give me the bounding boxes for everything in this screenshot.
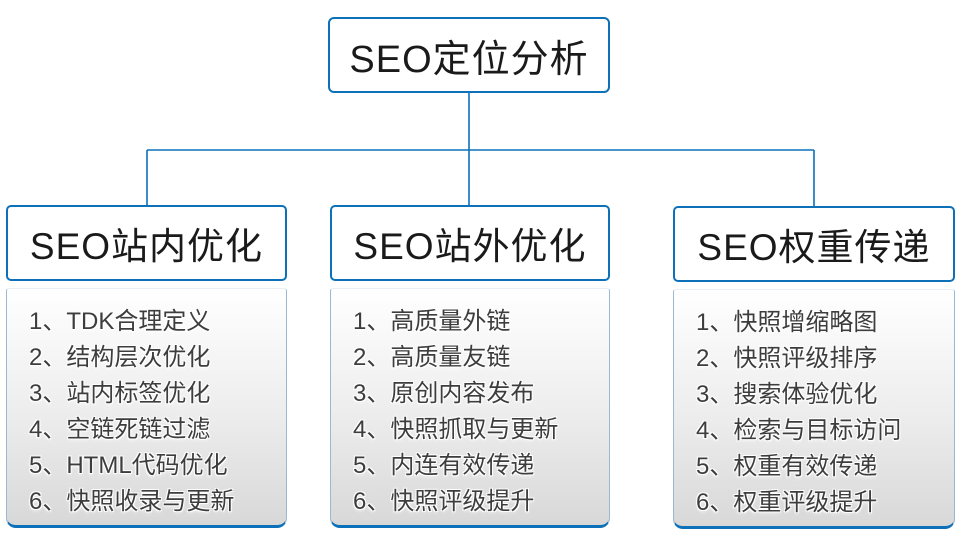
list-item: 6、权重评级提升 <box>696 489 878 516</box>
branch-list-weight: 1、快照增缩略图 2、快照评级排序 3、搜索体验优化 4、检索与目标访问 5、权… <box>673 289 955 529</box>
list-item: 3、站内标签优化 <box>29 380 211 407</box>
list-item: 3、搜索体验优化 <box>696 381 878 408</box>
root-node: SEO定位分析 <box>328 17 610 93</box>
branch-title: SEO权重传递 <box>697 227 931 268</box>
branch-title: SEO站内优化 <box>29 226 264 267</box>
list-item: 5、HTML代码优化 <box>29 452 228 479</box>
branch-title: SEO站外优化 <box>353 226 587 267</box>
list-item: 2、高质量友链 <box>353 344 511 371</box>
list-item: 1、高质量外链 <box>353 308 511 335</box>
branch-header-onsite: SEO站内优化 <box>6 205 287 281</box>
list-item: 4、快照抓取与更新 <box>353 416 559 443</box>
branch-header-weight: SEO权重传递 <box>673 206 955 282</box>
list-item: 6、快照收录与更新 <box>29 488 235 515</box>
list-item: 2、快照评级排序 <box>696 345 878 372</box>
list-item: 3、原创内容发布 <box>353 380 535 407</box>
list-item: 1、TDK合理定义 <box>29 308 211 335</box>
list-item: 4、空链死链过滤 <box>29 416 211 443</box>
list-item: 5、内连有效传递 <box>353 452 535 479</box>
branch-column-offsite: SEO站外优化 1、高质量外链 2、高质量友链 3、原创内容发布 4、快照抓取与… <box>330 205 610 528</box>
list-item: 6、快照评级提升 <box>353 488 535 515</box>
list-item: 4、检索与目标访问 <box>696 417 902 444</box>
list-item: 5、权重有效传递 <box>696 453 878 480</box>
branch-column-weight: SEO权重传递 1、快照增缩略图 2、快照评级排序 3、搜索体验优化 4、检索与… <box>673 206 955 529</box>
root-node-title: SEO定位分析 <box>349 38 589 81</box>
branch-list-onsite: 1、TDK合理定义 2、结构层次优化 3、站内标签优化 4、空链死链过滤 5、H… <box>6 288 287 528</box>
list-item: 2、结构层次优化 <box>29 344 211 371</box>
branch-list-offsite: 1、高质量外链 2、高质量友链 3、原创内容发布 4、快照抓取与更新 5、内连有… <box>330 288 610 528</box>
branch-header-offsite: SEO站外优化 <box>330 205 610 281</box>
list-item: 1、快照增缩略图 <box>696 309 878 336</box>
branch-column-onsite: SEO站内优化 1、TDK合理定义 2、结构层次优化 3、站内标签优化 4、空链… <box>6 205 287 528</box>
